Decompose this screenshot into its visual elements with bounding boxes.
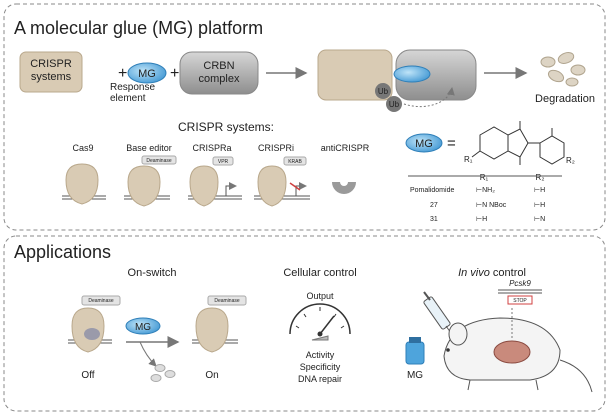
row-r1-1: ⊢N NBoc	[476, 202, 507, 209]
bottom-panel-border	[3, 235, 606, 412]
mg-molecule-icon	[127, 62, 167, 84]
crispr-label-line2: systems	[31, 71, 72, 83]
bottom-panel: Applications On-switch Deaminase Off MG …	[3, 235, 606, 412]
response-line1: Response	[110, 82, 155, 93]
ub-label-1: Ub	[378, 87, 389, 96]
system-label-anticrispr: antiCRISPR	[321, 143, 370, 153]
system-base-editor: Base editor Deaminase	[124, 143, 177, 207]
crispr-systems-box	[19, 51, 83, 93]
system-label-crispri: CRISPRi	[258, 143, 294, 153]
bottom-panel-title: Applications	[14, 242, 111, 262]
pcsk9-gene-icon	[498, 289, 542, 305]
pcsk9-label: Pcsk9	[509, 279, 531, 288]
cellular-title: Cellular control	[283, 267, 356, 279]
system-crispra: CRISPRa VPR	[188, 143, 242, 207]
plus-2: +	[170, 65, 179, 82]
row-r2-0: ⊢H	[534, 187, 545, 194]
tag-deaminase-top: Deaminase	[146, 158, 172, 164]
top-panel-title: A molecular glue (MG) platform	[14, 18, 263, 38]
onswitch-degrade-arrow	[139, 341, 157, 367]
col-r1: R₁	[480, 173, 489, 182]
top-panel-border	[3, 3, 606, 231]
invivo-title: In vivo control	[458, 267, 526, 279]
pomalidomide-structure	[471, 121, 565, 165]
onswitch-mg-icon	[125, 317, 161, 335]
system-label-crispra: CRISPRa	[192, 143, 231, 153]
row-name-0: Pomalidomide	[410, 187, 454, 194]
onswitch-mg-label: MG	[135, 322, 151, 333]
cellular-item-0: Activity	[306, 350, 335, 360]
ub-transfer-arrow	[403, 87, 455, 108]
r1-struct-label: R₁	[464, 155, 473, 164]
col-r2: R₂	[536, 173, 545, 182]
ternary-crispr-box	[317, 49, 393, 101]
mouse-icon	[443, 317, 593, 393]
systems-heading: CRISPR systems:	[178, 120, 274, 134]
ternary-mg-icon	[393, 65, 431, 83]
plus-1: +	[118, 65, 127, 82]
response-line2: element	[110, 93, 146, 104]
ub-icon-1	[375, 83, 391, 99]
system-crispri: CRISPRi KRAB	[254, 143, 310, 207]
ub-icon-2	[386, 96, 402, 112]
r2-struct-label: R₂	[566, 156, 575, 165]
row-name-1: 27	[430, 202, 438, 209]
on-label: On	[205, 370, 218, 381]
deaminase-label-2: Deaminase	[214, 298, 240, 304]
mg-table-label: MG	[415, 138, 433, 150]
invivo-title-rest: control	[490, 267, 526, 279]
stop-label: STOP	[513, 298, 527, 304]
mg-bottle-label: MG	[407, 370, 423, 381]
onswitch-off-icon	[68, 295, 121, 353]
degradation-label: Degradation	[535, 93, 595, 105]
crbn-line1: CRBN	[203, 60, 234, 72]
degradation-fragments-icon	[540, 52, 586, 87]
mg-table-icon	[405, 133, 443, 153]
mg-bottle-icon	[405, 337, 425, 365]
crbn-complex-box	[179, 51, 259, 95]
system-anticrispr: antiCRISPR	[321, 143, 370, 194]
crbn-line2: complex	[199, 73, 240, 85]
cellular-item-2: DNA repair	[298, 374, 342, 384]
mg-label-top: MG	[138, 68, 156, 80]
row-r1-0: ⊢NH₂	[476, 187, 495, 194]
system-label-cas9: Cas9	[72, 143, 93, 153]
cellular-item-1: Specificity	[300, 362, 341, 372]
response-element-icon	[84, 58, 98, 86]
invivo-title-italic: In vivo	[458, 267, 490, 279]
output-gauge-icon	[289, 303, 351, 341]
system-cas9: Cas9	[62, 143, 106, 205]
tag-krab: KRAB	[288, 159, 302, 165]
row-r1-2: ⊢H	[476, 216, 487, 223]
off-label: Off	[81, 370, 94, 381]
row-r2-2: ⊢N	[534, 216, 545, 223]
onswitch-title: On-switch	[128, 267, 177, 279]
tag-vpr: VPR	[218, 159, 229, 165]
ub-label-2: Ub	[389, 100, 400, 109]
output-label: Output	[306, 291, 334, 301]
row-name-2: 31	[430, 216, 438, 223]
top-panel: A molecular glue (MG) platform CRISPR sy…	[3, 3, 606, 231]
onswitch-fragments-icon	[150, 364, 176, 382]
equals-sign: =	[447, 135, 456, 152]
onswitch-on-icon	[192, 295, 247, 353]
crispr-label-line1: CRISPR	[30, 58, 72, 70]
row-r2-1: ⊢H	[534, 202, 545, 209]
system-label-base-editor: Base editor	[126, 143, 172, 153]
deaminase-label-1: Deaminase	[88, 298, 114, 304]
